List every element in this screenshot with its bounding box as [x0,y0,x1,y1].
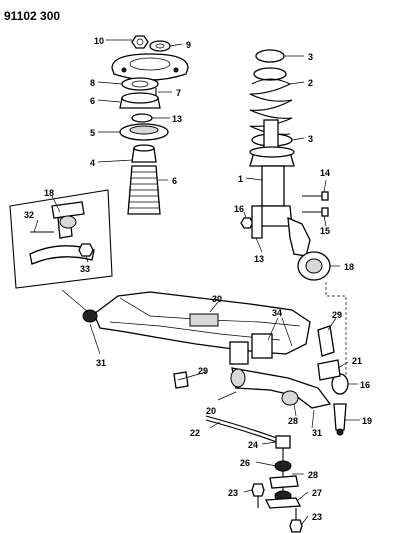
frame-bushing-part [82,309,98,323]
callout-30: 30 [212,294,222,304]
callout-31-left: 31 [96,358,106,368]
nut-part [240,217,254,229]
callout-20: 20 [206,406,216,416]
callout-8: 7 [176,88,181,98]
stabilizer-detail-inset [9,189,113,289]
bracket-part [317,325,335,357]
leader-lines [33,39,360,525]
bearing-part [121,77,159,91]
callout-18-knuckle: 18 [344,262,354,272]
callout-3-top: 3 [308,52,313,62]
callout-labels: 10 9 8 7 6 13 5 4 6 3 2 3 1 14 15 16 13 … [24,36,372,522]
callout-28: 28 [308,470,318,480]
upper-seat-part [119,92,161,109]
spring-isolator-part [119,123,169,141]
callout-19: 19 [362,416,372,426]
callout-32: 32 [24,210,34,220]
callout-21: 21 [352,356,362,366]
stabilizer-bar-part [205,415,283,445]
strut-bracket [251,205,263,239]
callout-9: 8 [90,78,95,88]
callout-34: 34 [272,308,282,318]
callout-14: 14 [320,168,330,178]
bushing-bracket-part [317,359,341,381]
callout-27: 27 [312,488,322,498]
ring-part [131,113,153,123]
callout-26: 26 [240,458,250,468]
nut-part [131,35,149,49]
callout-15: 15 [320,226,330,236]
callout-11: 10 [94,36,104,46]
coil-spring-part [249,78,293,135]
spring-upper-seat [255,49,285,63]
callout-31-right: 31 [312,428,322,438]
callout-13: 13 [254,254,264,264]
spring-upper-pad [253,67,287,81]
callout-23-right: 23 [312,512,322,522]
strut-spring-assembly [240,49,331,281]
jounce-bumper-part [131,144,157,163]
washer-part [149,40,171,52]
callout-6: 5 [90,128,95,138]
callout-29-left: 29 [198,366,208,376]
strut-mount-plate [111,53,189,81]
knuckle-bolt-part [302,191,329,201]
dust-boot-part [127,165,161,215]
callout-17: 16 [360,380,370,390]
callout-23-left: 23 [228,488,238,498]
callout-25: 28 [288,416,298,426]
ball-joint-part [331,373,349,436]
callout-18-inset: 18 [44,188,54,198]
knuckle-bolt-part [302,207,329,217]
strut-body-part [249,119,295,227]
callout-7: 6 [90,96,95,106]
lower-control-arm-part [230,367,332,409]
callout-5: 6 [172,176,177,186]
callout-4: 4 [90,158,95,168]
crossmember-part [93,291,311,365]
steering-knuckle-part [287,216,331,281]
stabilizer-link-part [251,435,303,533]
callout-24: 24 [248,440,258,450]
callout-22: 22 [190,428,200,438]
callout-33: 33 [80,264,90,274]
callout-16: 16 [234,204,244,214]
strut-mount-assembly [111,35,189,215]
callout-10: 9 [186,40,191,50]
diagram-id: 91102 300 [4,9,60,23]
callout-2: 2 [308,78,313,88]
callout-1: 1 [238,174,243,184]
callout-3-bottom: 3 [308,134,313,144]
bracket-part [173,371,189,389]
callout-29-right: 29 [332,310,342,320]
callout-12: 13 [172,114,182,124]
